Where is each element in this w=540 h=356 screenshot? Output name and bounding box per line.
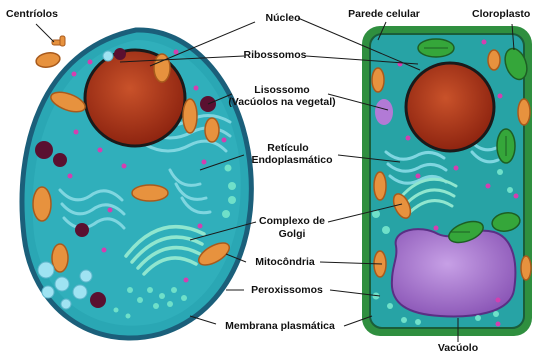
- plant-cell: [362, 26, 532, 336]
- label-complexo-de: Complexo de: [259, 215, 325, 227]
- plant-nucleus: [406, 63, 494, 151]
- label-nucleo: Núcleo: [265, 12, 300, 24]
- label-mitocondria: Mitocôndria: [255, 256, 315, 268]
- label-lisossomo: Lisossomo: [254, 84, 309, 96]
- label-vacuolos-na-vegetal: (Vacúolos na vegetal): [228, 96, 335, 108]
- label-membrana-plasmatica: Membrana plasmática: [225, 320, 335, 332]
- label-endoplasmatico: Endoplasmático: [251, 154, 332, 166]
- label-golgi: Golgi: [279, 228, 306, 240]
- label-reticulo: Retículo: [267, 142, 308, 154]
- animal-cell: [22, 30, 251, 338]
- label-peroxissomos: Peroxissomos: [251, 284, 323, 296]
- label-cloroplasto: Cloroplasto: [472, 8, 530, 20]
- label-parede-celular: Parede celular: [348, 8, 420, 20]
- label-ribossomos: Ribossomos: [243, 49, 306, 61]
- plant-small-vacuole: [375, 99, 393, 125]
- label-centriolos: Centríolos: [6, 8, 58, 20]
- animal-centrioles: [52, 36, 65, 46]
- label-vacuolo: Vacúolo: [438, 342, 478, 354]
